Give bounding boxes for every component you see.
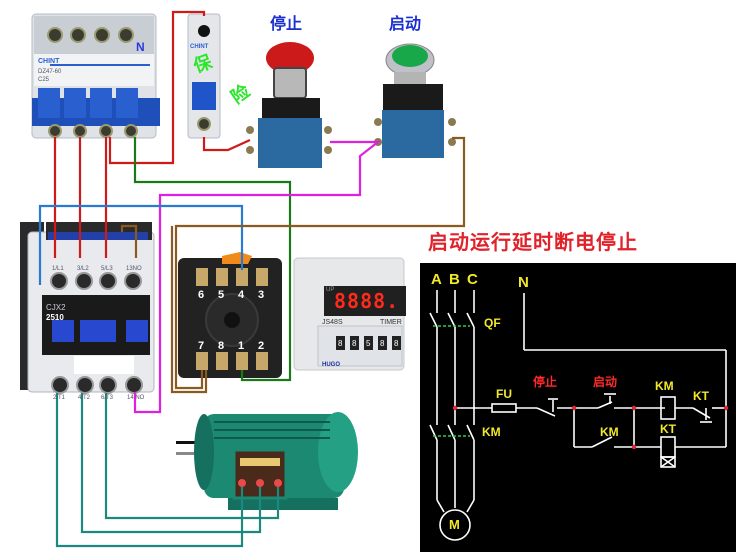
- timer-dial-2: 8: [352, 339, 357, 348]
- schematic-phase-a: A: [431, 271, 442, 288]
- wire-brown-socket: [170, 226, 208, 394]
- wire-blue: [38, 204, 244, 285]
- schematic-motor-label: M: [449, 517, 460, 532]
- diagram-title: 启动运行延时断电停止: [428, 230, 638, 254]
- timer-relay: [293, 257, 406, 371]
- schematic-km-aux-label: KM: [600, 425, 619, 439]
- small-breaker-brand: CHINT: [190, 44, 209, 50]
- breaker-brand: CHINT: [38, 58, 60, 65]
- wire-red-control: [108, 10, 206, 165]
- schematic-start-label: 启动: [593, 375, 618, 389]
- contactor-term-top-1: 1/L1: [52, 266, 64, 272]
- wire-brown-start: [174, 136, 466, 390]
- schematic-kt-contact-label: KT: [693, 389, 709, 403]
- timer-type: TIMER: [380, 319, 402, 326]
- wires: [38, 10, 466, 548]
- socket-term-8: 8: [218, 340, 225, 352]
- schematic-kt-coil-label: KT: [660, 422, 676, 436]
- schematic-qf-label: QF: [484, 316, 501, 330]
- timer-dial-5: 8: [394, 339, 399, 348]
- schematic-phase-b: B: [449, 271, 460, 288]
- breaker-rating: C25: [38, 77, 50, 83]
- contactor-term-bottom-1: 2/T1: [53, 395, 66, 401]
- wire-green-relay: [240, 370, 262, 382]
- socket-term-7: 7: [198, 340, 205, 352]
- socket-term-5: 5: [218, 289, 225, 301]
- four-pole-breaker: [31, 13, 160, 139]
- contactor-model-1: CJX2: [46, 303, 66, 312]
- timer-model: JS48S: [322, 319, 343, 326]
- schematic-km-main-label: KM: [482, 425, 501, 439]
- contactor: [20, 222, 155, 394]
- socket-term-6: 6: [198, 289, 205, 301]
- socket-term-4: 4: [238, 289, 245, 301]
- breaker-model: DZ47-60: [38, 69, 62, 75]
- stop-button-label: 停止: [270, 14, 303, 33]
- timer-dial-4: 8: [380, 339, 385, 348]
- timer-dial-1: 8: [338, 339, 343, 348]
- schematic-neutral: N: [518, 274, 529, 291]
- schematic-fu-label: FU: [496, 387, 512, 401]
- wire-brown-contactor: [120, 224, 138, 258]
- timer-display: 8888.: [334, 289, 400, 313]
- wire-teal-t1: [55, 393, 244, 548]
- contactor-model-2: 2510: [46, 313, 64, 322]
- timer-brand: HUGO: [322, 362, 340, 368]
- single-pole-breaker: [187, 13, 221, 139]
- contactor-term-bottom-3: 6/T3: [101, 395, 114, 401]
- schematic-km-coil-label: KM: [655, 379, 674, 393]
- socket-term-3: 3: [258, 289, 265, 301]
- wire-green-neutral: [133, 137, 292, 382]
- contactor-term-bottom-2: 4/T2: [78, 395, 91, 401]
- wire-red-fuse-out: [202, 137, 251, 152]
- motor: [176, 412, 358, 510]
- start-button-label: 启动: [389, 14, 422, 33]
- stop-pushbutton: [246, 42, 332, 168]
- contactor-term-top-2: 3/L2: [77, 266, 89, 272]
- start-pushbutton: [374, 43, 456, 158]
- wire-teal-t3: [104, 393, 280, 520]
- wire-teal-t2: [80, 393, 262, 534]
- relay-socket: [178, 252, 282, 378]
- breaker-neutral-label: N: [136, 40, 145, 54]
- contactor-term-top-4: 13NO: [126, 266, 142, 272]
- socket-term-2: 2: [258, 340, 265, 352]
- schematic-stop-label: 停止: [533, 375, 558, 389]
- contactor-term-bottom-4: 14 NO: [127, 395, 145, 401]
- schematic-phase-c: C: [467, 271, 478, 288]
- schematic-panel: [420, 263, 736, 552]
- wire-magenta-buttons: [133, 140, 382, 414]
- timer-up-label: UP: [326, 287, 335, 293]
- socket-term-1: 1: [238, 340, 245, 352]
- timer-dial-3: 5: [366, 339, 371, 348]
- contactor-term-top-3: 5/L3: [101, 266, 113, 272]
